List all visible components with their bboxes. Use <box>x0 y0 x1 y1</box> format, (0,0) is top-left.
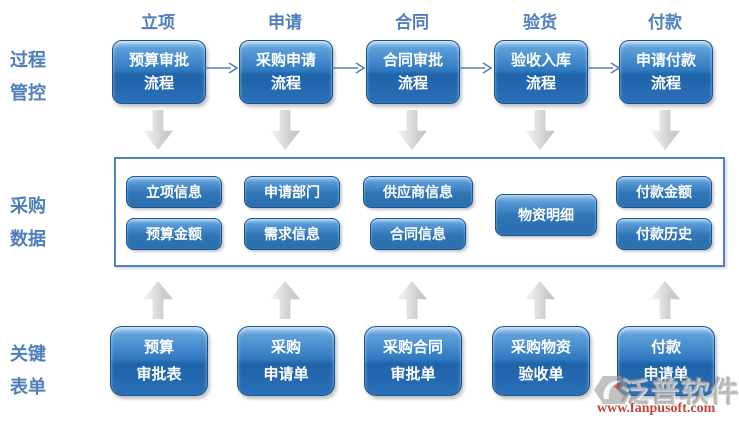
up-arrow-icon <box>525 281 555 319</box>
row-label-line: 关键 <box>10 344 46 364</box>
process-box-contract-approval: 合同审批 流程 <box>366 40 460 104</box>
process-box-text: 合同审批 <box>382 52 443 69</box>
purchase-data-panel <box>114 157 725 267</box>
form-box-text: 验收单 <box>518 366 564 383</box>
form-box-text: 审批单 <box>390 366 436 383</box>
row-label-line: 数据 <box>10 229 46 249</box>
process-box-budget-approval: 预算审批 流程 <box>112 40 206 104</box>
data-pill-contract-info: 合同信息 <box>370 218 466 250</box>
process-box-text: 流程 <box>270 75 301 92</box>
flow-arrow-right-icon <box>587 62 620 74</box>
process-box-text: 流程 <box>397 75 428 92</box>
down-arrow-icon <box>270 110 300 150</box>
row-label-line: 采购 <box>10 196 46 216</box>
form-box-text: 申请单 <box>263 366 309 383</box>
data-pill-supplier-info: 供应商信息 <box>363 176 473 208</box>
row-label-line: 过程 <box>10 50 46 70</box>
form-box-text: 审批表 <box>136 366 182 383</box>
form-box-text: 申请单 <box>643 366 689 383</box>
row-label-line: 表单 <box>10 377 46 397</box>
up-arrow-icon <box>270 281 300 319</box>
process-box-text: 采购申请 <box>255 52 316 69</box>
data-pill-demand-info: 需求信息 <box>244 218 340 250</box>
up-arrow-icon <box>143 281 173 319</box>
column-header-fukuan: 付款 <box>648 13 682 32</box>
fanpu-logo-icon <box>594 376 630 404</box>
down-arrow-icon <box>397 110 427 150</box>
form-box-purchase-request-form: 采购 申请单 <box>237 326 335 396</box>
process-box-text: 流程 <box>143 75 174 92</box>
process-box-text: 验收入库 <box>510 52 571 69</box>
down-arrow-icon <box>143 110 173 150</box>
row-label-purchase-data: 采购 数据 <box>10 190 82 256</box>
form-box-material-acceptance-form: 采购物资 验收单 <box>492 326 590 396</box>
form-box-text: 付款 <box>650 339 681 356</box>
up-arrow-icon <box>397 281 427 319</box>
down-arrow-icon <box>650 110 680 150</box>
form-box-text: 采购物资 <box>510 339 571 356</box>
column-header-hetong: 合同 <box>395 13 429 32</box>
process-box-text: 流程 <box>650 75 681 92</box>
data-pill-material-detail: 物资明细 <box>495 194 597 236</box>
data-pill-request-dept: 申请部门 <box>244 176 340 208</box>
row-label-line: 管控 <box>10 83 46 103</box>
process-box-text: 预算审批 <box>128 52 189 69</box>
row-label-key-forms: 关键 表单 <box>10 338 82 404</box>
flow-arrow-right-icon <box>205 62 238 74</box>
data-pill-project-info: 立项信息 <box>126 176 222 208</box>
column-header-lixiang: 立项 <box>141 13 175 32</box>
process-box-inspection-storage: 验收入库 流程 <box>494 40 588 104</box>
down-arrow-icon <box>525 110 555 150</box>
form-box-payment-request-form: 付款 申请单 <box>617 326 715 396</box>
process-box-payment-request: 申请付款 流程 <box>619 40 713 104</box>
column-header-yanhuo: 验货 <box>523 13 557 32</box>
process-box-text: 申请付款 <box>635 52 696 69</box>
column-header-shenqing: 申请 <box>268 13 302 32</box>
row-label-process-control: 过程 管控 <box>10 44 82 110</box>
process-box-purchase-request: 采购申请 流程 <box>239 40 333 104</box>
data-pill-payment-amount: 付款金额 <box>616 176 712 208</box>
watermark-url-text: www.fanpusoft.com <box>597 401 716 416</box>
watermark-brand-text: 泛普软件 <box>620 377 739 409</box>
form-box-text: 采购合同 <box>382 339 443 356</box>
data-pill-budget-amount: 预算金额 <box>126 218 222 250</box>
flow-arrow-right-icon <box>459 62 492 74</box>
data-pill-payment-history: 付款历史 <box>616 218 712 250</box>
flow-arrow-right-icon <box>332 62 365 74</box>
process-box-text: 流程 <box>525 75 556 92</box>
up-arrow-icon <box>650 281 680 319</box>
form-box-budget-approval-form: 预算 审批表 <box>110 326 208 396</box>
form-box-text: 采购 <box>270 339 301 356</box>
form-box-text: 预算 <box>143 339 174 356</box>
form-box-contract-approval-form: 采购合同 审批单 <box>364 326 462 396</box>
